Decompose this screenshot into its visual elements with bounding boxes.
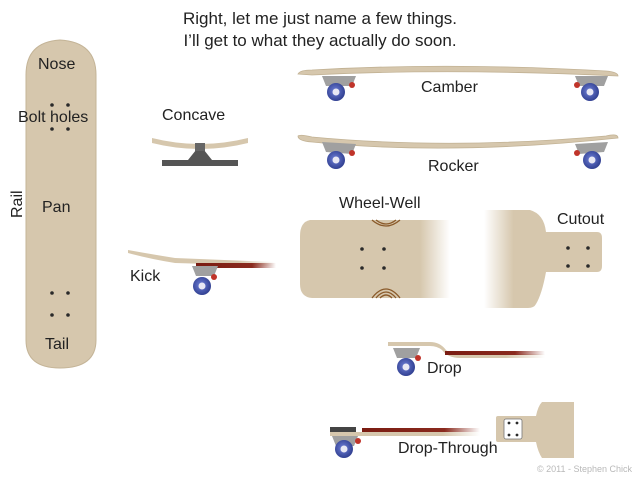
kick-grip bbox=[196, 263, 276, 268]
kick-deck bbox=[128, 250, 275, 266]
label-nose: Nose bbox=[38, 56, 76, 73]
copyright-credit: © 2011 - Stephen Chick bbox=[536, 464, 632, 474]
drop-through-truck-baseplate bbox=[330, 427, 356, 432]
title-line-1: Right, let me just name a few things. bbox=[182, 9, 458, 28]
drop-through-top-deck bbox=[496, 402, 574, 458]
page-title: Right, let me just name a few things. I’… bbox=[0, 8, 640, 52]
title-line-2: I’ll get to what they actually do soon. bbox=[183, 31, 457, 50]
label-tail: Tail bbox=[45, 336, 70, 353]
rocker-deck bbox=[297, 134, 619, 149]
concave-deck bbox=[152, 138, 248, 149]
wheel-well-bolt-holes bbox=[360, 247, 386, 270]
label-camber: Camber bbox=[421, 79, 478, 96]
label-rail: Rail bbox=[9, 190, 26, 218]
drop-through-grip bbox=[362, 428, 480, 432]
wheel-well-deck bbox=[300, 220, 450, 298]
label-cutout: Cutout bbox=[557, 211, 605, 228]
rocker-rear-truck bbox=[574, 142, 608, 169]
drop-through-deck bbox=[330, 432, 480, 436]
camber-deck bbox=[297, 65, 619, 77]
wheel-well-wood-grain-top bbox=[371, 219, 401, 227]
wheel-well-illustration bbox=[300, 219, 450, 299]
concave-illustration bbox=[152, 138, 248, 166]
rear-bolt-holes bbox=[50, 291, 70, 317]
label-rocker: Rocker bbox=[428, 158, 479, 175]
cutout-illustration bbox=[484, 210, 602, 308]
top-view-deck bbox=[25, 39, 97, 369]
drop-through-illustration bbox=[330, 402, 574, 458]
camber-illustration bbox=[297, 65, 619, 101]
rocker-front-truck bbox=[322, 142, 356, 169]
drop-grip bbox=[445, 351, 545, 355]
label-drop-through: Drop-Through bbox=[398, 440, 498, 457]
cutout-bolt-holes bbox=[566, 246, 590, 268]
camber-front-truck bbox=[322, 76, 356, 101]
concave-truck bbox=[162, 150, 238, 166]
cutout-deck bbox=[484, 210, 602, 308]
label-drop: Drop bbox=[427, 360, 462, 377]
rocker-illustration bbox=[297, 134, 619, 169]
camber-rear-truck bbox=[574, 76, 608, 101]
label-kick: Kick bbox=[130, 268, 161, 285]
front-bolt-holes bbox=[50, 103, 70, 131]
label-bolt-holes: Bolt holes bbox=[18, 109, 89, 126]
deck-outline bbox=[25, 39, 97, 369]
drop-illustration bbox=[388, 342, 545, 376]
label-pan: Pan bbox=[42, 199, 71, 216]
label-concave: Concave bbox=[162, 107, 226, 124]
wheel-well-wood-grain-bottom bbox=[371, 288, 401, 299]
label-wheel-well: Wheel-Well bbox=[339, 195, 421, 212]
drop-through-slot bbox=[503, 418, 523, 440]
kick-illustration bbox=[128, 250, 276, 295]
